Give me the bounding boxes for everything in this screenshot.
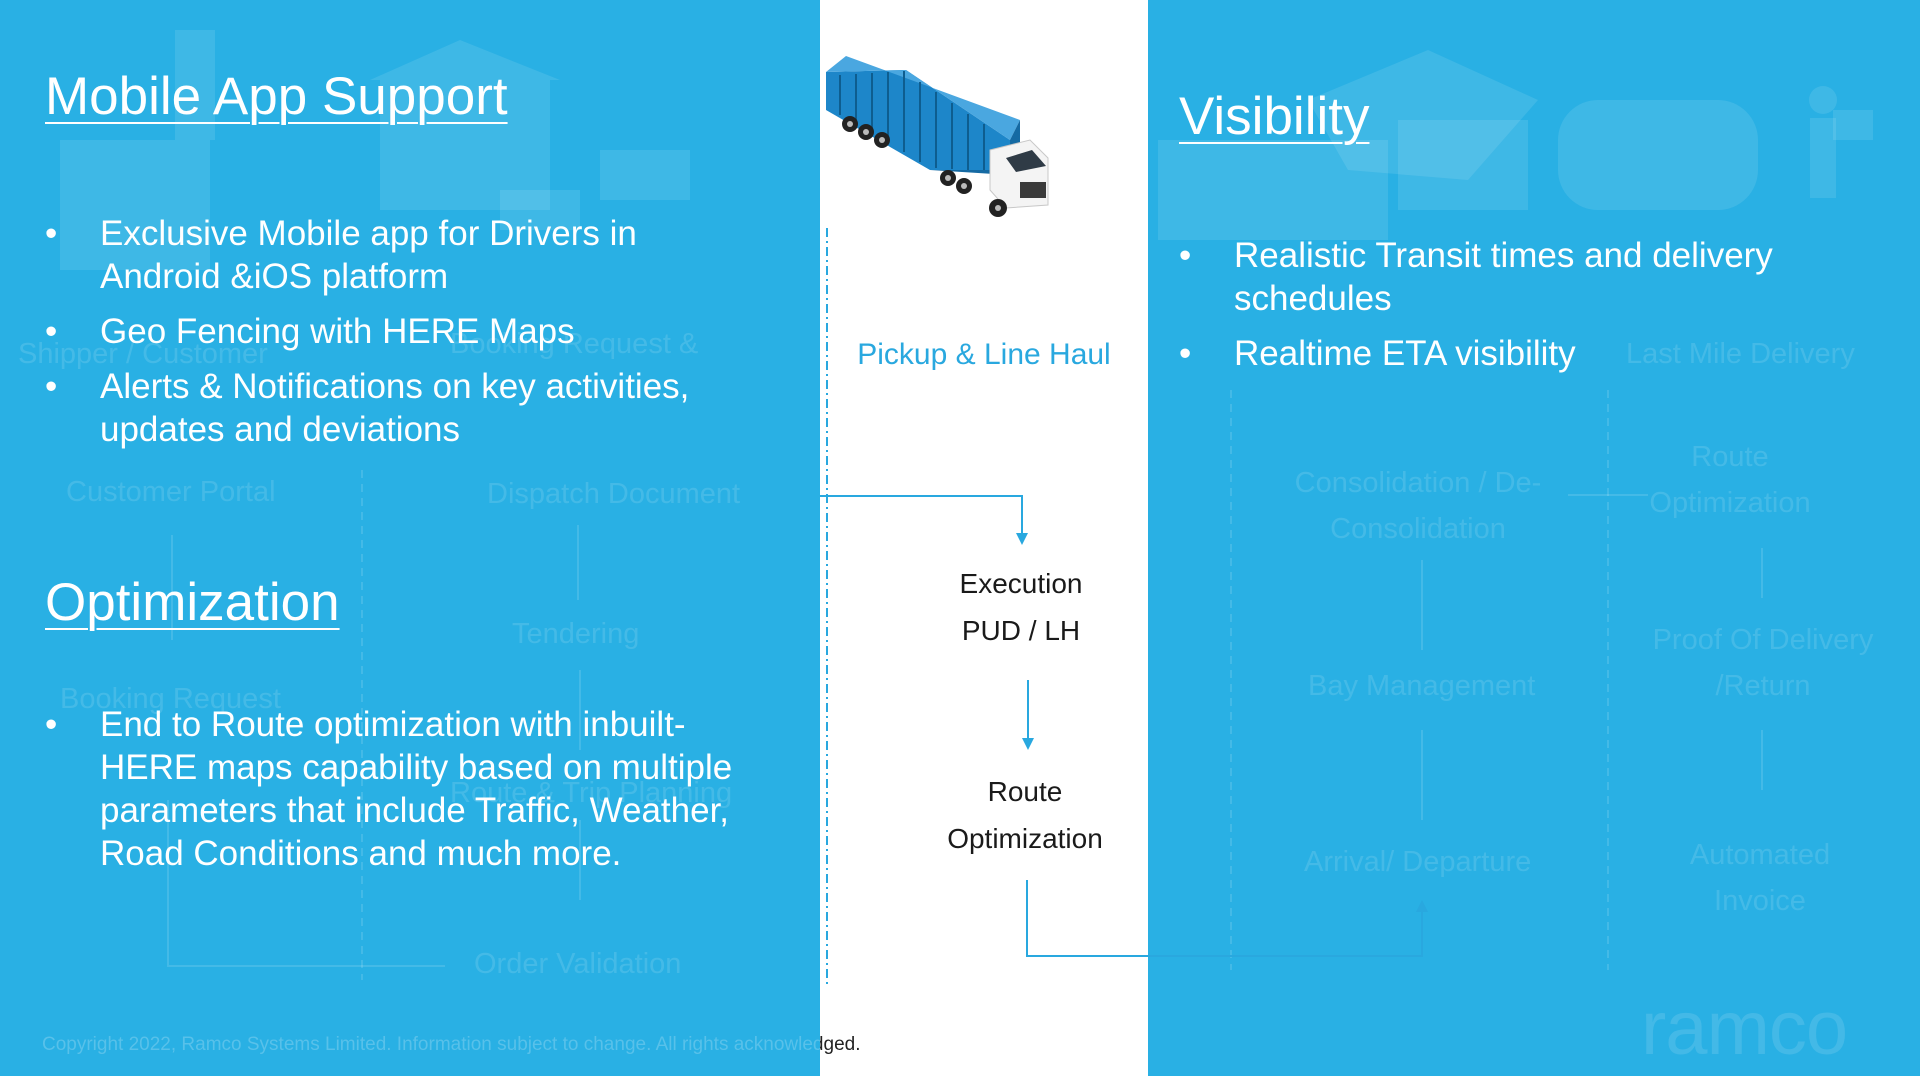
delivery-background-illustration: [1158, 50, 1873, 240]
mobile-app-bullet: Alerts & Notifications on key activities…: [45, 365, 765, 451]
bg-bay-management-label: Bay Management: [1308, 670, 1536, 702]
optimization-bullet-list: End to Route optimization with inbuilt-H…: [45, 703, 765, 887]
bg-automated-invoice-label: Automated Invoice: [1689, 839, 1831, 917]
mobile-app-bullet: Exclusive Mobile app for Drivers in Andr…: [45, 212, 765, 298]
optimization-bullet: End to Route optimization with inbuilt-H…: [45, 703, 765, 875]
bg-flow-connectors: [167, 470, 581, 980]
bg-proof-of-delivery-label: Proof Of Delivery /Return: [1652, 624, 1874, 702]
mobile-app-bullet-list: Exclusive Mobile app for Drivers in Andr…: [45, 212, 765, 463]
flow-line-continuation: [1148, 900, 1428, 957]
bg-order-validation-label: Order Validation: [474, 948, 682, 980]
center-flow-graphics: [820, 56, 1148, 985]
right-panel: Last Mile Delivery Consolidation / De-Co…: [1148, 0, 1920, 1076]
bg-right-flow-connectors: [1230, 390, 1763, 970]
copyright-footer: Copyright 2022, Ramco Systems Limited. I…: [42, 1034, 861, 1055]
bg-customer-portal-label: Customer Portal: [66, 476, 276, 508]
mobile-app-bullet: Geo Fencing with HERE Maps: [45, 310, 765, 353]
visibility-bullet: Realtime ETA visibility: [1179, 332, 1869, 375]
execution-pud-lh-label: Execution PUD / LH: [959, 568, 1083, 646]
left-panel: Shipper / Customer Booking Request & Cus…: [0, 0, 820, 1076]
visibility-bullet-list: Realistic Transit times and delivery sch…: [1179, 234, 1869, 387]
route-optimization-label: Route Optimization: [947, 776, 1103, 854]
ramco-logo: ramco: [1641, 986, 1848, 1071]
visibility-heading: Visibility: [1179, 87, 1370, 146]
mobile-app-support-heading: Mobile App Support: [45, 67, 508, 126]
bg-arrival-departure-label: Arrival/ Departure: [1304, 846, 1532, 878]
optimization-heading: Optimization: [45, 573, 340, 632]
pickup-line-haul-title: Pickup & Line Haul: [857, 338, 1111, 371]
visibility-bullet: Realistic Transit times and delivery sch…: [1179, 234, 1869, 320]
bg-route-optimization-label: Route Optimization: [1649, 441, 1811, 519]
truck-icon: [826, 56, 1049, 217]
bg-consolidation-label: Consolidation / De-Consolidation: [1294, 467, 1542, 545]
bg-dispatch-document-label: Dispatch Document: [487, 478, 741, 510]
bg-tendering-label: Tendering: [512, 618, 640, 650]
